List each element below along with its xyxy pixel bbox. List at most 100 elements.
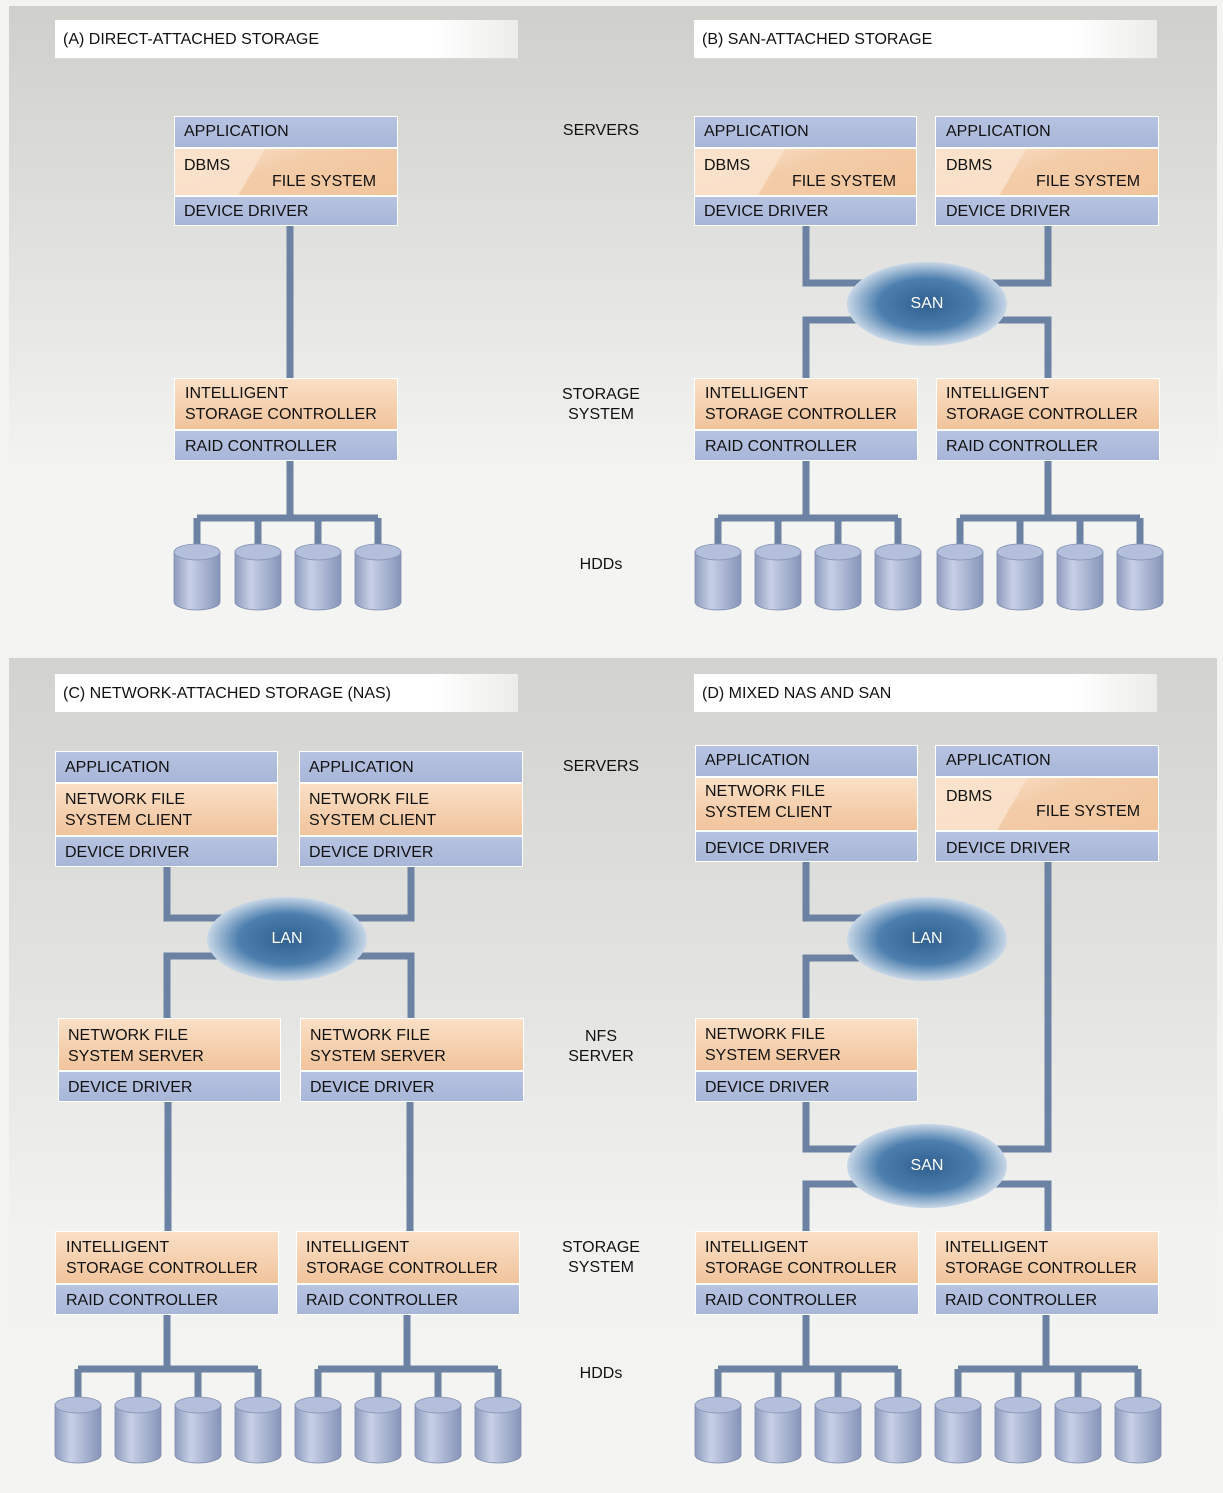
dbms-file-system-block	[694, 148, 917, 196]
connection-wire	[163, 867, 226, 922]
row-label-hdds: HDDs	[579, 556, 623, 573]
device-driver-block	[694, 196, 917, 226]
hdd-disk-icon	[996, 543, 1044, 611]
raid-controller-label: RAID CONTROLLER	[185, 438, 338, 455]
raid-controller-block	[174, 430, 398, 461]
nfs-client-label: NETWORK FILE SYSTEM CLIENT	[309, 791, 437, 829]
san-label: SAN	[910, 1157, 944, 1174]
network-cloud	[847, 1124, 1007, 1208]
network-cloud	[847, 897, 1007, 981]
hdd-disk-icon	[414, 1396, 462, 1464]
lan-label: LAN	[911, 930, 943, 947]
intelligent-storage-controller-block	[174, 378, 398, 430]
application-label: APPLICATION	[65, 759, 170, 776]
connection-wire	[802, 316, 870, 378]
intelligent-storage-controller-block	[695, 1231, 919, 1284]
file-system-label: FILE SYSTEM	[272, 173, 377, 190]
raid-controller-label: RAID CONTROLLER	[705, 438, 858, 455]
raid-controller-block	[55, 1284, 279, 1315]
row-label-servers: SERVERS	[562, 758, 640, 775]
application-label: APPLICATION	[705, 752, 810, 769]
connection-wire	[802, 954, 868, 1018]
application-block	[695, 745, 918, 777]
connection-wire	[802, 226, 870, 287]
application-block	[694, 116, 917, 148]
raid-controller-block	[935, 1284, 1159, 1315]
connection-wire	[802, 1102, 868, 1153]
nfs-server-block	[300, 1018, 524, 1071]
file-system-label: FILE SYSTEM	[1036, 173, 1141, 190]
connection-wire	[163, 952, 226, 1018]
row-label-nfs-server: NFS SERVER	[568, 1028, 634, 1065]
connection-wire	[802, 1180, 868, 1231]
nfs-client-block	[695, 777, 918, 831]
intelligent-storage-controller-label: INTELLIGENT STORAGE CONTROLLER	[185, 385, 377, 423]
raid-controller-label: RAID CONTROLLER	[946, 438, 1099, 455]
device-driver-block	[935, 196, 1159, 226]
intelligent-storage-controller-block	[936, 378, 1160, 430]
nfs-server-label: NETWORK FILE SYSTEM SERVER	[705, 1026, 841, 1064]
file-system-label: FILE SYSTEM	[792, 173, 897, 190]
intelligent-storage-controller-label: INTELLIGENT STORAGE CONTROLLER	[66, 1239, 258, 1277]
connection-wire	[348, 952, 415, 1018]
hdd-disk-icon	[354, 1396, 402, 1464]
hdd-disk-icon	[694, 543, 742, 611]
device-driver-label: DEVICE DRIVER	[705, 840, 830, 857]
nfs-server-block	[58, 1018, 281, 1071]
panel-a-title: (A) DIRECT-ATTACHED STORAGE	[55, 20, 518, 59]
san-label: SAN	[910, 295, 944, 312]
device-driver-label: DEVICE DRIVER	[705, 1079, 830, 1096]
hdd-disk-icon	[994, 1396, 1042, 1464]
connection-wire	[348, 867, 415, 922]
hdd-disk-icon	[173, 543, 221, 611]
application-label: APPLICATION	[309, 759, 414, 776]
hdd-disk-icon	[814, 543, 862, 611]
hdd-disk-icon	[474, 1396, 522, 1464]
hdd-disk-icon	[354, 543, 402, 611]
hdd-disk-icon	[936, 543, 984, 611]
raid-controller-label: RAID CONTROLLER	[945, 1292, 1098, 1309]
hdd-disk-icon	[754, 1396, 802, 1464]
block-diagonal-divider	[695, 149, 916, 195]
raid-controller-label: RAID CONTROLLER	[66, 1292, 219, 1309]
device-driver-label: DEVICE DRIVER	[704, 203, 829, 220]
connection-wire	[984, 316, 1052, 378]
dbms-label: DBMS	[946, 157, 993, 174]
panel-d-title: (D) MIXED NAS AND SAN	[694, 674, 1157, 713]
hdd-disk-icon	[1114, 1396, 1162, 1464]
intelligent-storage-controller-label: INTELLIGENT STORAGE CONTROLLER	[945, 1239, 1137, 1277]
nfs-client-block	[55, 783, 278, 836]
block-diagonal-divider	[936, 778, 1158, 830]
nfs-client-label: NETWORK FILE SYSTEM CLIENT	[705, 783, 833, 821]
hdd-disk-icon	[1116, 543, 1164, 611]
panel-b-title: (B) SAN-ATTACHED STORAGE	[694, 20, 1157, 59]
device-driver-block	[55, 836, 278, 867]
device-driver-label: DEVICE DRIVER	[310, 1079, 435, 1096]
lan-label: LAN	[271, 930, 303, 947]
row-label-servers: SERVERS	[562, 122, 640, 139]
hdd-disk-icon	[754, 543, 802, 611]
dbms-file-system-block	[174, 148, 398, 196]
intelligent-storage-controller-label: INTELLIGENT STORAGE CONTROLLER	[705, 385, 897, 423]
device-driver-block	[695, 1071, 918, 1102]
raid-controller-block	[296, 1284, 520, 1315]
hdd-disk-icon	[174, 1396, 222, 1464]
device-driver-label: DEVICE DRIVER	[946, 203, 1071, 220]
hdd-disk-icon	[1056, 543, 1104, 611]
row-label-hdds: HDDs	[579, 1365, 623, 1382]
intelligent-storage-controller-block	[935, 1231, 1159, 1284]
nfs-client-label: NETWORK FILE SYSTEM CLIENT	[65, 791, 193, 829]
raid-controller-block	[695, 1284, 919, 1315]
hdd-disk-icon	[294, 1396, 342, 1464]
intelligent-storage-controller-block	[694, 378, 918, 430]
device-driver-label: DEVICE DRIVER	[309, 844, 434, 861]
connection-wire	[802, 862, 868, 922]
raid-controller-label: RAID CONTROLLER	[306, 1292, 459, 1309]
application-block	[935, 116, 1159, 148]
hdd-disk-icon	[1054, 1396, 1102, 1464]
raid-controller-block	[694, 430, 918, 461]
intelligent-storage-controller-label: INTELLIGENT STORAGE CONTROLLER	[306, 1239, 498, 1277]
nfs-server-label: NETWORK FILE SYSTEM SERVER	[68, 1027, 204, 1065]
